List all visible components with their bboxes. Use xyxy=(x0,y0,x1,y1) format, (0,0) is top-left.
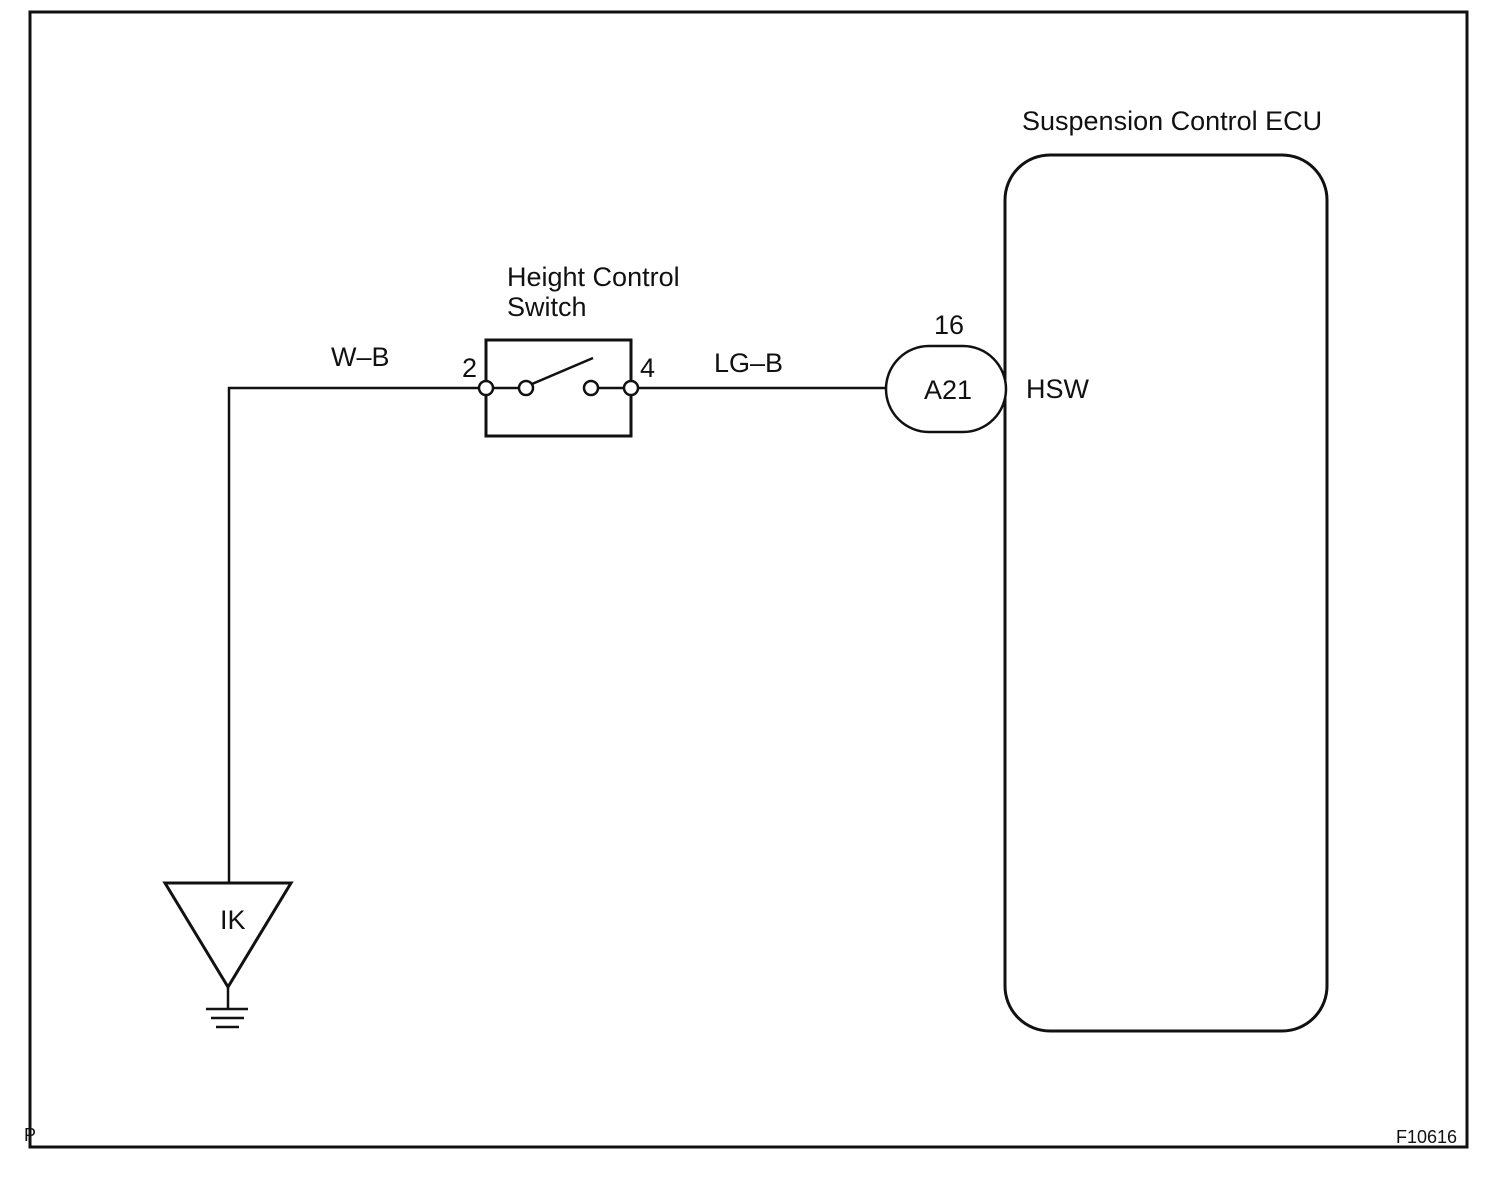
ground-point-ik xyxy=(162,881,294,990)
corner-label-left: P xyxy=(24,1125,36,1145)
ecu-terminal-label: HSW xyxy=(1026,374,1090,404)
ground-icon xyxy=(206,987,248,1029)
ecu-box xyxy=(1003,153,1329,1033)
switch-title-line1: Height Control xyxy=(507,262,680,292)
switch-terminal-2 xyxy=(477,379,495,397)
switch-contact-arm xyxy=(531,356,594,386)
switch-pin-2: 2 xyxy=(462,353,477,383)
wire-label-w-b: W–B xyxy=(331,342,390,372)
switch-pin-4: 4 xyxy=(640,353,655,383)
switch-contact-pivot xyxy=(517,379,535,397)
ground-label: IK xyxy=(220,905,246,935)
figure-code: F10616 xyxy=(1396,1127,1457,1147)
wire-w-b xyxy=(227,386,479,883)
switch-terminal-4 xyxy=(622,379,640,397)
switch-contact-fixed xyxy=(582,379,600,397)
connector-pin-number: 16 xyxy=(934,310,964,340)
diagram-frame xyxy=(28,10,1469,1149)
connector-id: A21 xyxy=(924,375,972,405)
switch-title-line2: Switch xyxy=(507,292,587,322)
wire-label-lg-b: LG–B xyxy=(714,348,783,378)
ecu-title: Suspension Control ECU xyxy=(1022,106,1322,136)
